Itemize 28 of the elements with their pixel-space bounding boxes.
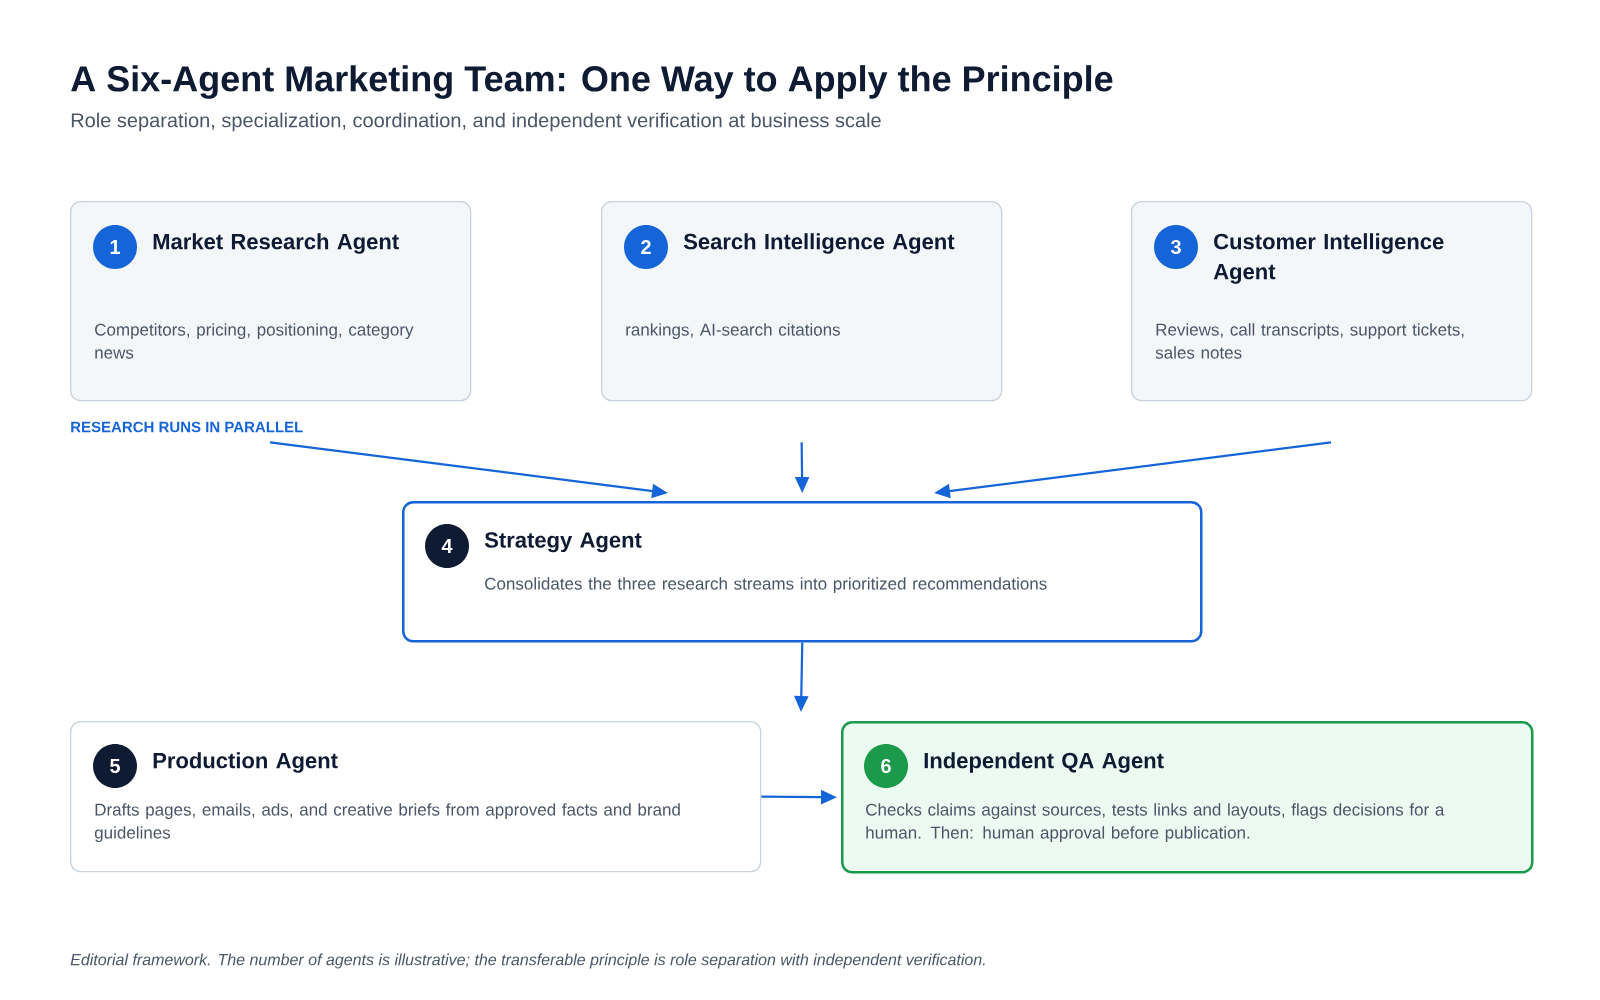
agent-card xyxy=(1131,201,1533,402)
card-description: Checks claims against sources, tests links and layouts, flags decisions for a human. Then: human approval before publication. xyxy=(866,803,1445,843)
card-description: Drafts pages, emails, ads, and creative briefs from approved facts and brand guidelines xyxy=(94,803,680,843)
card-description: Competitors, pricing, positioning, category news xyxy=(95,323,414,359)
agent-card xyxy=(70,721,762,873)
card-description: Consolidates the three research streams into prioritized recommendations xyxy=(485,577,1047,594)
agent-card xyxy=(841,721,1534,874)
number-badge: 6 xyxy=(864,744,908,788)
caption: Editorial framework. The number of agents is illustrative; the transferable principle is role separation with independent verification. xyxy=(70,953,985,969)
number-badge: 1 xyxy=(93,225,137,269)
number-badge: 5 xyxy=(93,744,137,788)
title: A Six-Agent Marketing Team: One Way to Apply the Principle xyxy=(71,65,1113,99)
agent-card xyxy=(402,501,1203,643)
card-description: Reviews, call transcripts, support tickets, sales notes xyxy=(1155,323,1464,359)
card-title: Strategy Agent xyxy=(484,532,642,553)
card-title: Customer Intelligence Agent xyxy=(1213,233,1444,284)
agent-card xyxy=(70,201,472,402)
card-description: rankings, AI-search citations xyxy=(626,323,840,340)
card-title: Search Intelligence Agent xyxy=(683,233,955,254)
subtitle: Role separation, specialization, coordination, and independent verification at business scale xyxy=(71,112,881,132)
number-badge: 4 xyxy=(425,524,469,568)
number-badge: 2 xyxy=(624,225,668,269)
card-title: Market Research Agent xyxy=(153,233,399,254)
card-title: Independent QA Agent xyxy=(924,752,1164,773)
card-title: Production Agent xyxy=(153,752,338,773)
number-badge: 3 xyxy=(1154,225,1198,269)
agent-card xyxy=(601,201,1003,402)
section-label: RESEARCH RUNS IN PARALLEL xyxy=(71,421,303,433)
